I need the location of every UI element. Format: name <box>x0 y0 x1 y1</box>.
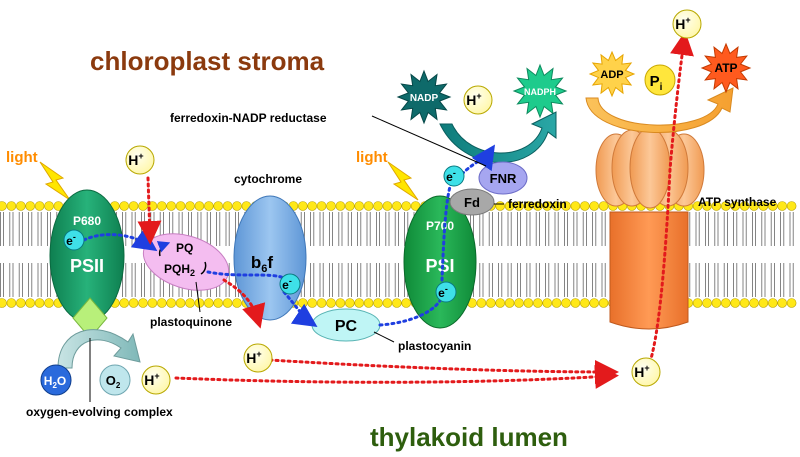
nadph-burst-icon <box>512 63 568 119</box>
psii-label: PSII <box>70 256 104 276</box>
fnr-label: FNR <box>490 171 517 186</box>
svg-text:O2: O2 <box>106 373 121 390</box>
adp-burst-icon <box>588 50 636 98</box>
lumen-label: thylakoid lumen <box>370 422 568 452</box>
electron-psii: e- <box>63 229 85 251</box>
oxygen-molecule: O2 <box>99 364 131 396</box>
nadph-label: NADPH <box>524 87 556 97</box>
svg-text:H+: H+ <box>128 151 143 168</box>
lightning-right-icon <box>387 161 419 201</box>
plastocyanin-label: plastocyanin <box>398 339 471 353</box>
electron-cytochrome: e- <box>279 273 301 295</box>
proton-lumen-water: H+ <box>141 365 171 395</box>
nadp-burst-icon <box>396 69 452 125</box>
psi-label: PSI <box>425 256 454 276</box>
water-split-arrow-icon <box>57 329 141 369</box>
proton-stroma-left: H+ <box>125 145 155 175</box>
p700-label: P700 <box>426 219 454 233</box>
light-label-left: light <box>6 149 38 166</box>
water-molecule: H2O <box>40 364 72 396</box>
pc-label: PC <box>335 318 358 335</box>
psi-complex <box>403 195 477 329</box>
atp-label: ATP <box>714 61 737 75</box>
atp-burst-icon <box>700 42 752 94</box>
pq-label: PQ <box>176 241 193 255</box>
pq-cycle-arrow-right-icon <box>200 261 207 275</box>
lightning-left-icon <box>39 161 71 201</box>
atp-synthase <box>595 127 705 330</box>
pi-circle <box>644 64 676 96</box>
svg-text:e-: e- <box>66 232 76 248</box>
nadph-production-arrow-icon <box>439 111 557 163</box>
electron-psi: e- <box>435 281 457 303</box>
svg-text:e-: e- <box>446 168 456 184</box>
nadp-label: NADP <box>410 93 439 104</box>
atp-synthase-label: ATP synthase <box>698 195 777 209</box>
svg-text:H+: H+ <box>634 363 649 380</box>
svg-text:H2O: H2O <box>44 374 66 390</box>
ferredoxin-label: ferredoxin <box>508 197 567 211</box>
svg-text:e-: e- <box>282 276 292 292</box>
pi-label: Pi <box>650 73 663 93</box>
plastoquinone-label: plastoquinone <box>150 315 232 329</box>
adp-label: ADP <box>600 69 623 81</box>
proton-lumen-atp: H+ <box>631 357 661 387</box>
stroma-label: chloroplast stroma <box>90 46 325 76</box>
electron-fnr: e- <box>443 165 465 187</box>
proton-stroma-nadp: H+ <box>463 85 493 115</box>
svg-text:H+: H+ <box>144 371 159 388</box>
svg-text:H+: H+ <box>246 349 261 366</box>
ferredoxin-shape <box>449 188 495 216</box>
pq-cycle-arrow-left-icon <box>156 241 171 257</box>
leader-lines <box>89 115 504 402</box>
fd-label: Fd <box>464 195 480 210</box>
oec-label: oxygen-evolving complex <box>26 405 173 419</box>
svg-text:e-: e- <box>438 284 448 300</box>
p680-label: P680 <box>73 214 101 228</box>
atp-production-arrow-icon <box>585 87 734 133</box>
pqh2-label: PQH2 <box>164 262 195 278</box>
b6f-label: b6f <box>251 253 274 275</box>
fnr-full-label: ferredoxin-NADP reductase <box>170 111 327 125</box>
svg-text:H+: H+ <box>466 91 481 108</box>
svg-text:H+: H+ <box>675 15 690 32</box>
proton-transport-path <box>137 31 694 389</box>
proton-lumen-pq: H+ <box>243 343 273 373</box>
proton-stroma-top: H+ <box>672 9 702 39</box>
cytochrome-label: cytochrome <box>234 172 302 186</box>
light-label-right: light <box>356 149 388 166</box>
